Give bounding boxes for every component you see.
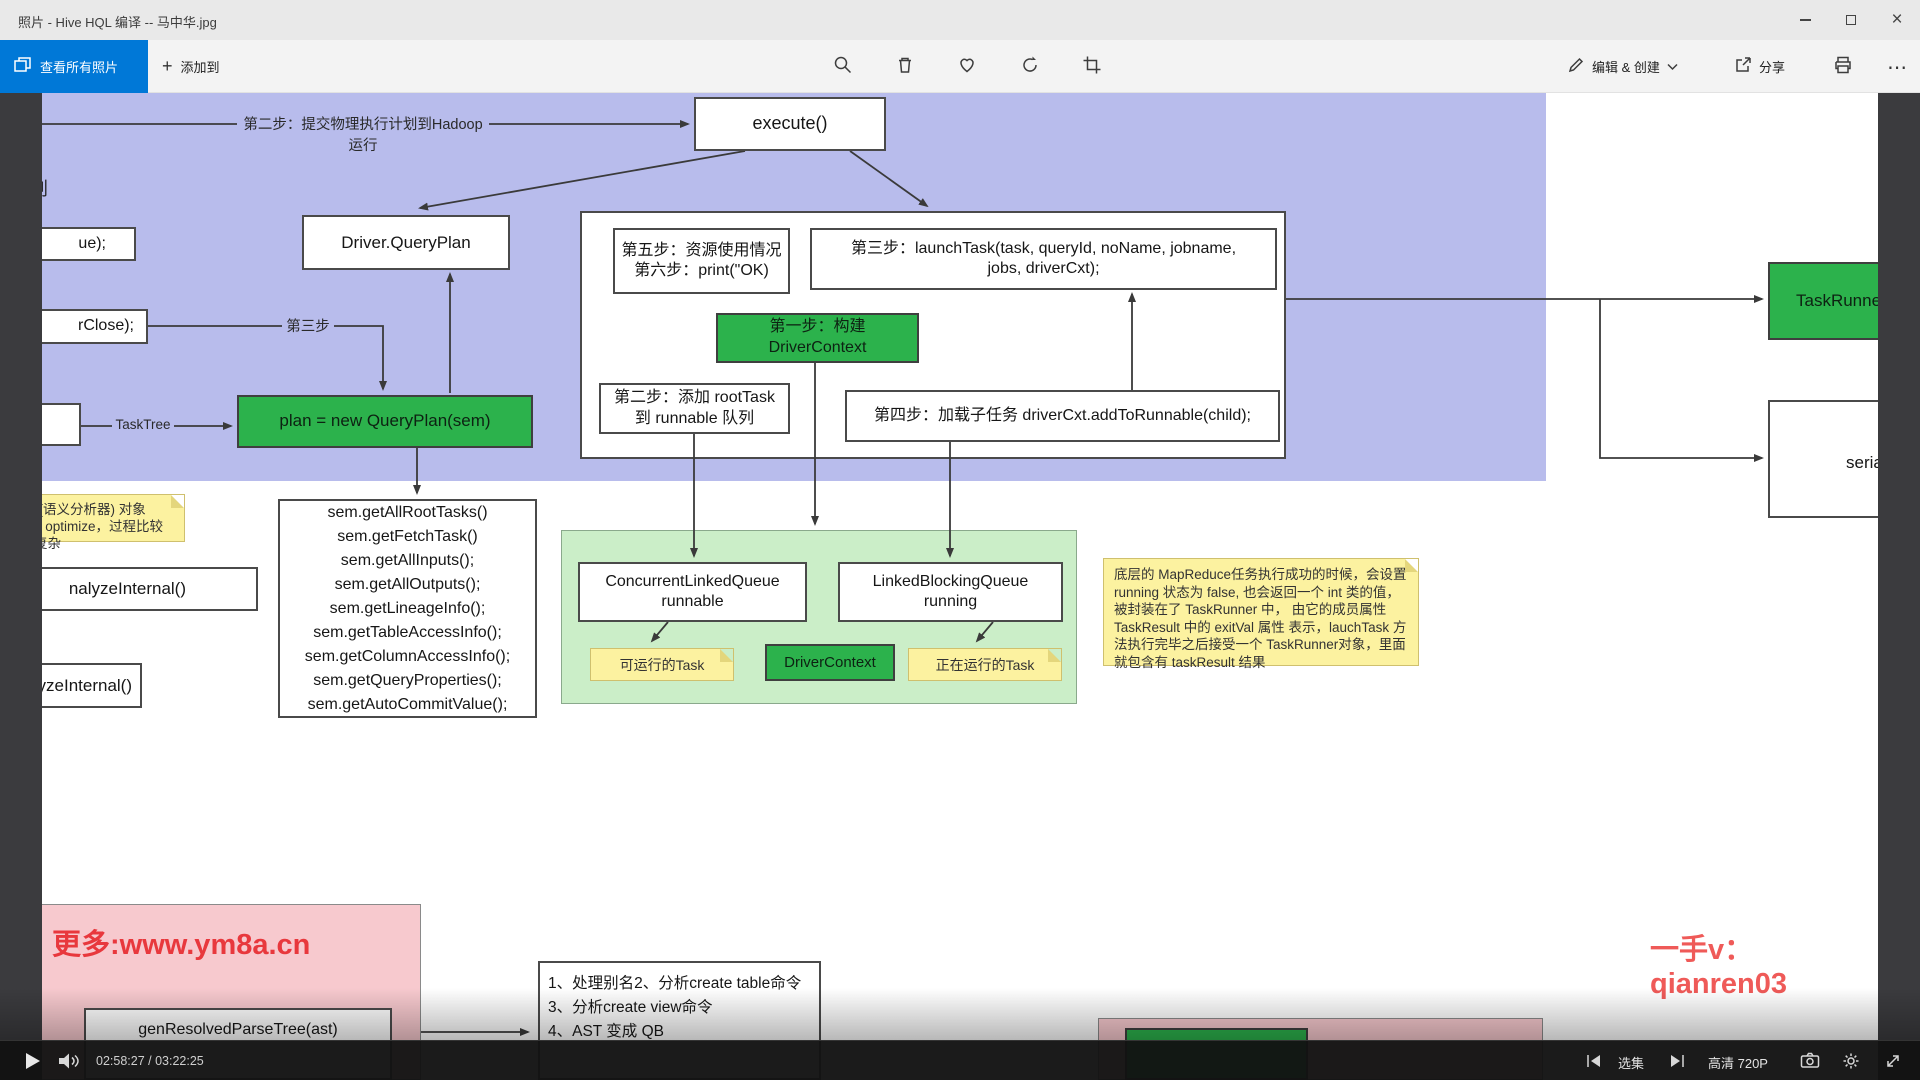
edit-create-button[interactable]: 编辑 & 创建 <box>1567 40 1678 93</box>
running-task-note: 正在运行的Task <box>908 648 1062 681</box>
promo-url-text: 更多:www.ym8a.cn <box>52 929 311 961</box>
step2-arrow-label: 第二步：提交物理执行计划到Hadoop运行 <box>237 113 489 155</box>
linkedblockingqueue-box: LinkedBlockingQueue running <box>838 562 1063 622</box>
photo-frame: execute() 第二步：提交物理执行计划到Hadoop运行 划 ue); D… <box>42 93 1878 1080</box>
step4-box: 第四步：加载子任务 driverCxt.addToRunnable(child)… <box>845 390 1280 442</box>
bottom-shade <box>0 988 1920 1040</box>
share-icon <box>1734 56 1752 77</box>
heart-icon <box>957 55 977 80</box>
photos-grid-icon <box>14 56 32 77</box>
fullscreen-button[interactable] <box>1884 1052 1902 1075</box>
speaker-icon <box>58 1053 82 1074</box>
quality-button[interactable]: 高清 720P <box>1708 1056 1768 1071</box>
minimize-icon <box>1799 19 1811 21</box>
drivercontext-box: DriverContext <box>765 644 895 681</box>
close-button[interactable]: × <box>1874 0 1920 40</box>
analyzeinternal-box-2: yzeInternal() <box>42 663 142 708</box>
sem-methods-box: sem.getAllRootTasks() sem.getFetchTask()… <box>278 499 537 718</box>
crop-icon <box>1082 55 1102 80</box>
step56-box: 第五步：资源使用情况 第六步：print("OK) <box>613 228 790 294</box>
analyzeinternal-box: nalyzeInternal() <box>42 567 258 611</box>
right-sticky-note: 底层的 MapReduce任务执行成功的时候，会设置 running 状态为 f… <box>1103 558 1419 670</box>
serializable-box: seria <box>1768 400 1878 518</box>
printer-icon <box>1833 55 1853 80</box>
close-icon: × <box>1891 9 1903 30</box>
driver-queryplan-box: Driver.QueryPlan <box>302 215 510 270</box>
tasktree-source-box <box>42 403 81 446</box>
screenshot-button[interactable] <box>1800 1052 1820 1074</box>
taskrunner-box: TaskRunner <box>1768 262 1878 340</box>
plus-icon: + <box>162 56 173 76</box>
promo-contact-text: 一手v：qianren03 <box>1650 934 1787 1000</box>
chevron-down-icon <box>1667 59 1678 74</box>
app-toolbar: 查看所有照片 + 添加到 编辑 & 创建 分享 ⋯ <box>0 40 1920 93</box>
prev-icon <box>1585 1055 1603 1073</box>
prev-episode-button[interactable] <box>1585 1053 1603 1074</box>
maximize-icon <box>1846 15 1856 25</box>
step2-roottask-box: 第二步：添加 rootTask 到 runnable 队列 <box>599 383 790 434</box>
add-to-button[interactable]: + 添加到 <box>162 56 220 76</box>
pencil-icon <box>1567 56 1585 77</box>
maximize-button[interactable] <box>1828 0 1874 40</box>
window-title: 照片 - Hive HQL 编译 -- 马中华.jpg <box>18 15 217 30</box>
playlist-button[interactable]: 选集 <box>1618 1056 1645 1071</box>
see-all-photos-button[interactable]: 查看所有照片 <box>0 40 148 93</box>
title-bar: 照片 - Hive HQL 编译 -- 马中华.jpg × <box>0 0 1920 40</box>
launchtask-box: 第三步：launchTask(task, queryId, noName, jo… <box>810 228 1277 290</box>
favorite-button[interactable] <box>946 46 988 88</box>
play-button[interactable] <box>26 1053 40 1069</box>
step3-arrow-label: 第三步 <box>282 315 334 336</box>
volume-button[interactable] <box>58 1052 82 1075</box>
camera-icon <box>1800 1052 1820 1073</box>
next-episode-button[interactable] <box>1668 1053 1686 1074</box>
expand-icon <box>1884 1055 1902 1074</box>
trash-icon <box>895 55 915 80</box>
rotate-icon <box>1020 55 1040 80</box>
more-button[interactable]: ⋯ <box>1876 46 1918 88</box>
execute-box: execute() <box>694 97 886 151</box>
rotate-button[interactable] <box>1009 46 1051 88</box>
next-icon <box>1668 1055 1686 1073</box>
video-controls-bar: 02:58:27 / 03:22:25 选集 高清 720P <box>0 1040 1920 1080</box>
zoom-button[interactable] <box>822 46 864 88</box>
step1-drivercontext-box: 第一步：构建 DriverContext <box>716 313 919 363</box>
runnable-task-note: 可运行的Task <box>590 648 734 681</box>
rclose-clipped-box: rClose); <box>42 309 148 344</box>
plan-queryplan-box: plan = new QueryPlan(sem) <box>237 395 533 448</box>
ue-clipped-box: ue); <box>42 227 136 261</box>
print-button[interactable] <box>1822 46 1864 88</box>
tasktree-arrow-label: TaskTree <box>112 417 174 432</box>
left-sticky-note: r(语义分析器) 对象 d optimize，过程比较复杂 <box>42 494 185 551</box>
settings-button[interactable] <box>1842 1052 1860 1075</box>
ellipsis-icon: ⋯ <box>1887 56 1907 79</box>
minimize-button[interactable] <box>1782 0 1828 40</box>
time-display: 02:58:27 / 03:22:25 <box>96 1054 204 1068</box>
hua-clipped-text: 划 <box>42 175 48 201</box>
gear-icon <box>1842 1053 1860 1074</box>
share-button[interactable]: 分享 <box>1734 40 1785 93</box>
crop-button[interactable] <box>1071 46 1113 88</box>
delete-button[interactable] <box>884 46 926 88</box>
magnifier-icon <box>833 55 853 80</box>
concurrentlinkedqueue-box: ConcurrentLinkedQueue runnable <box>578 562 807 622</box>
